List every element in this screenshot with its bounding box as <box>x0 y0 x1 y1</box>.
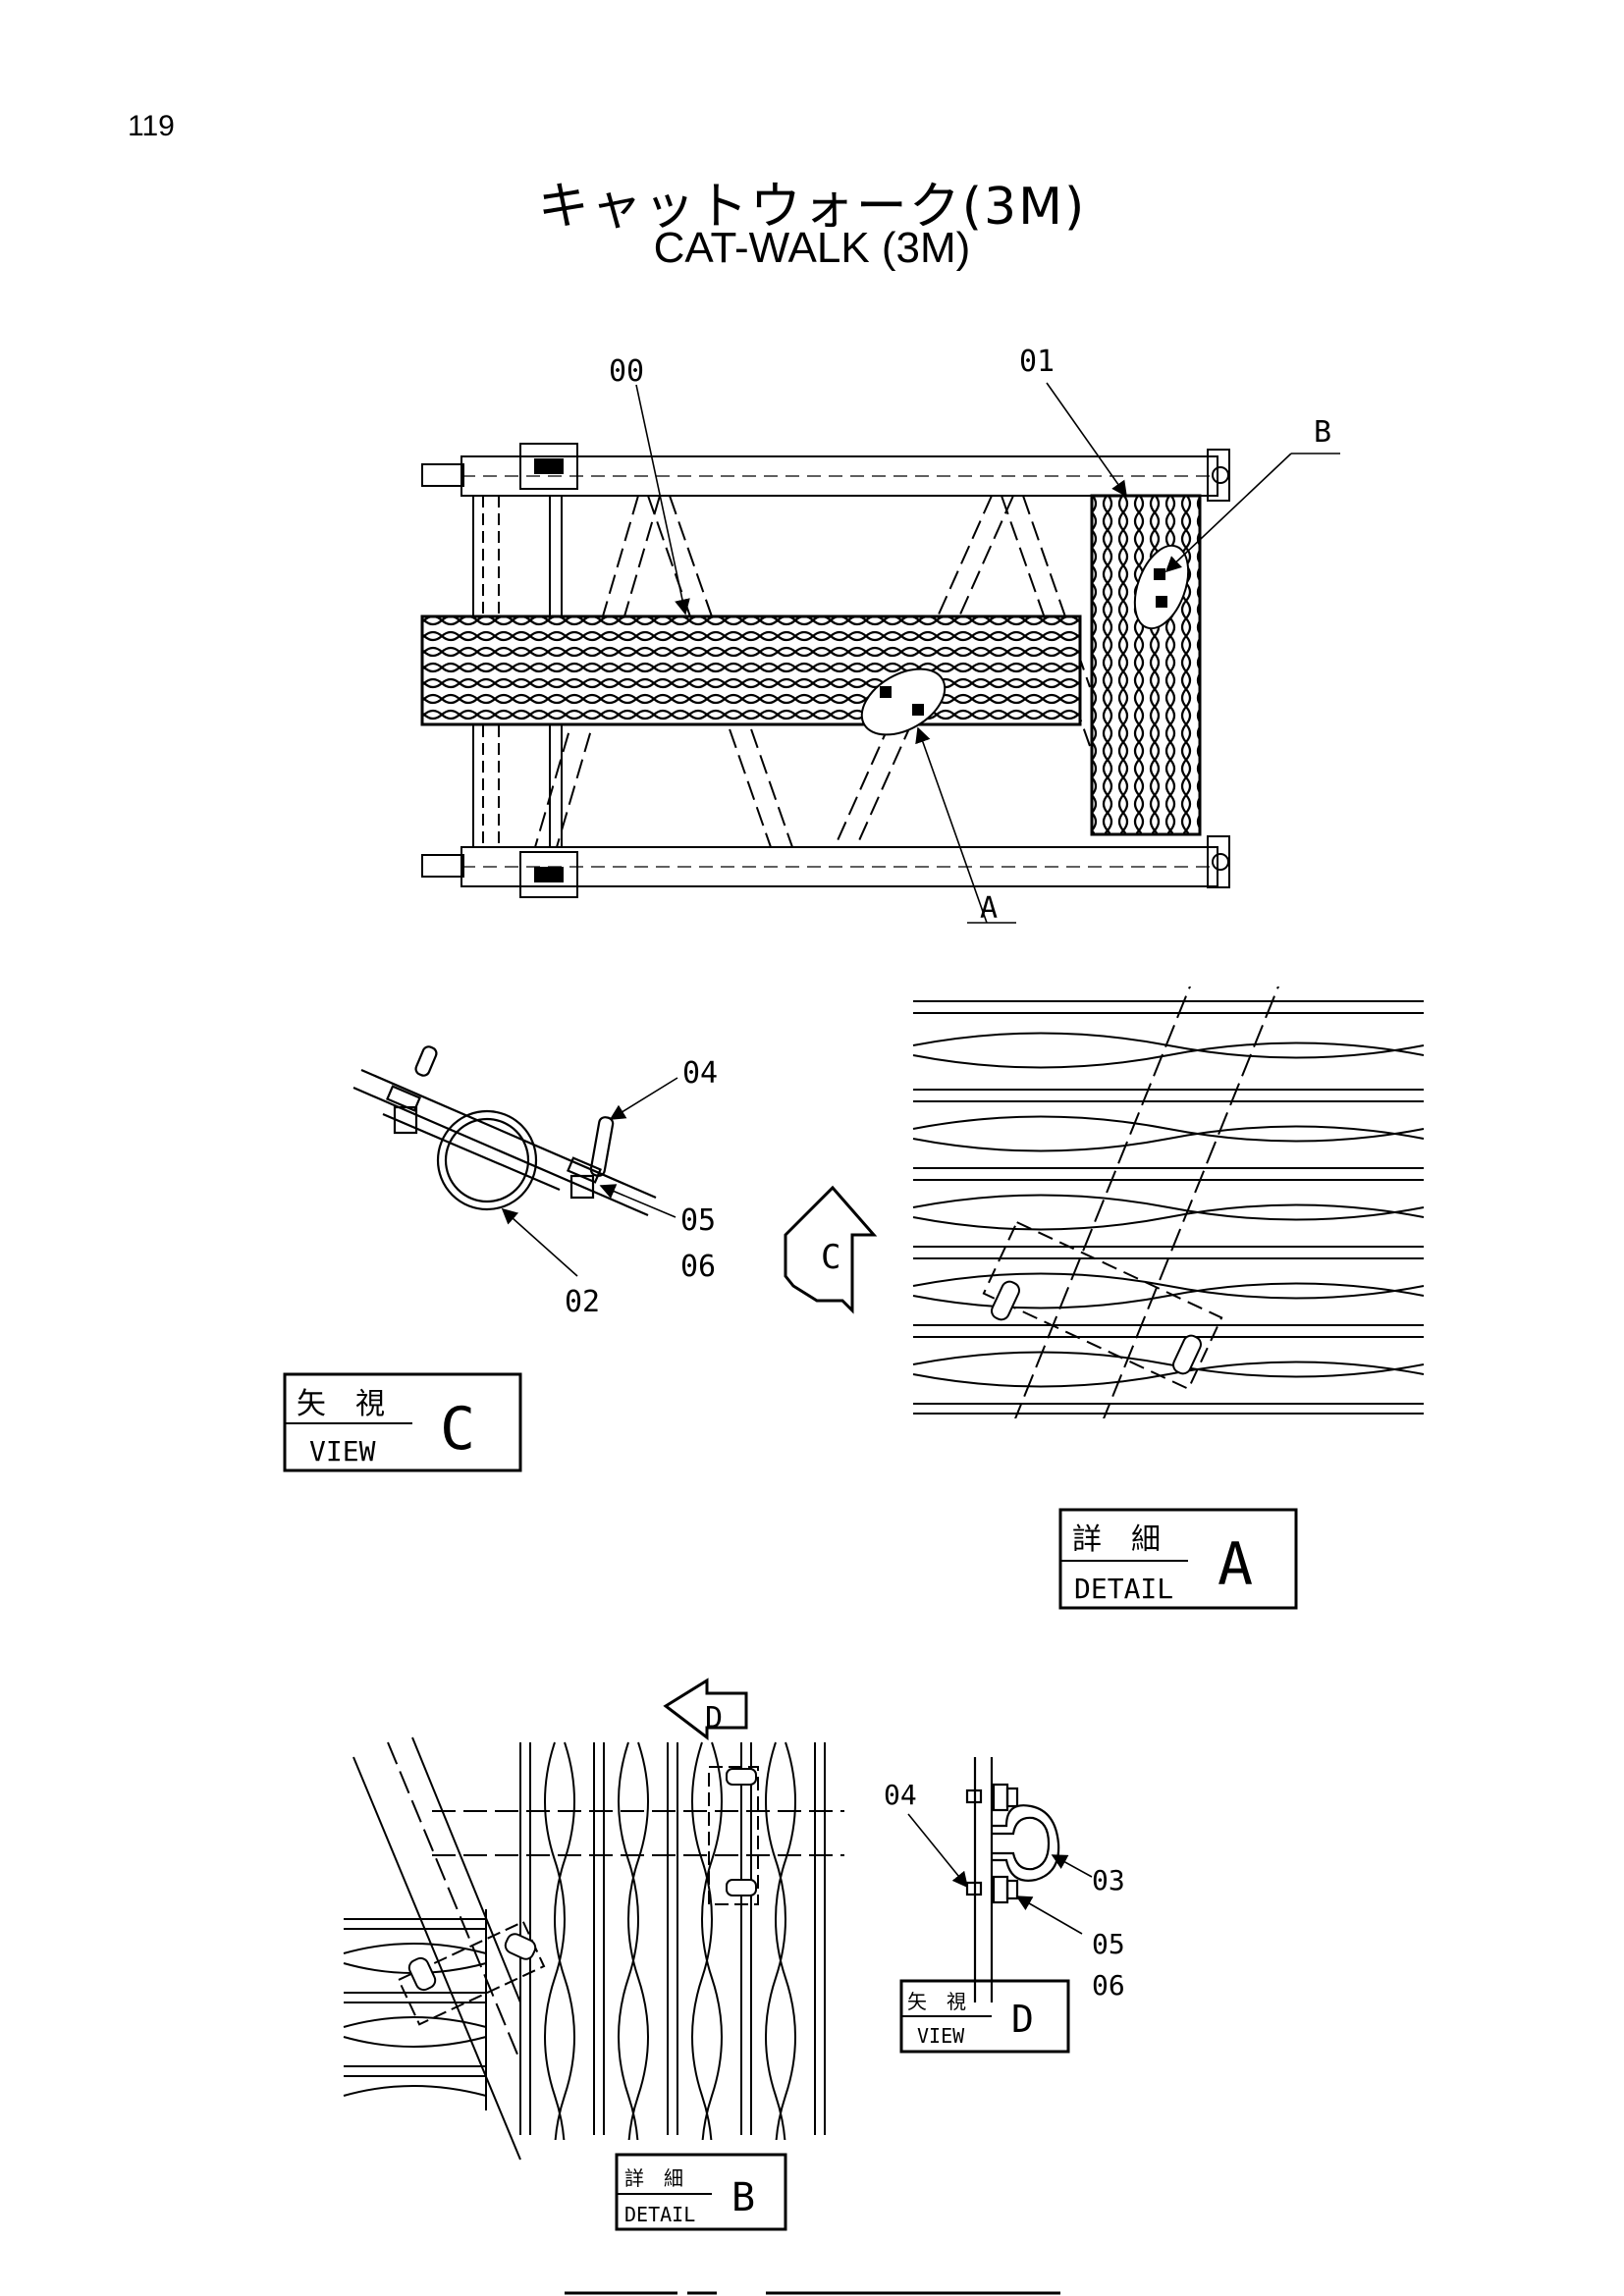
detail-a-label-en: DETAIL <box>1074 1573 1173 1605</box>
callout-b: B <box>1314 415 1331 450</box>
callout-c-06: 06 <box>680 1250 716 1284</box>
view-d-letter: D <box>1011 1998 1034 2041</box>
detail-b-label: 詳 細 DETAIL B <box>615 2153 787 2231</box>
detail-a-drawing <box>912 987 1425 1418</box>
callout-c-05: 05 <box>680 1203 716 1238</box>
view-c-label-en: VIEW <box>309 1435 376 1468</box>
view-c-pipe <box>436 1109 538 1211</box>
detail-b-label-jp: 詳 細 <box>624 2166 683 2190</box>
detail-a-letter: A <box>1218 1530 1253 1599</box>
walkway-panel-00 <box>421 615 1081 725</box>
view-c-arrow-letter: C <box>821 1238 840 1277</box>
page-number: 119 <box>128 110 175 142</box>
callout-c-02: 02 <box>565 1285 600 1319</box>
top-left-end-pin <box>421 463 464 487</box>
callout-a: A <box>980 891 998 926</box>
detail-b-clamp-outline <box>708 1766 759 1905</box>
view-d-drawing <box>907 1757 1093 2002</box>
main-view <box>420 382 1340 924</box>
callout-c-04: 04 <box>682 1056 718 1091</box>
callout-d-05: 05 <box>1092 1928 1125 1960</box>
callout-d-04: 04 <box>884 1779 917 1811</box>
bottom-left-end-pin <box>421 854 464 878</box>
title-english: CAT-WALK (3M) <box>653 224 971 272</box>
view-d-label: 矢 視 VIEW D <box>899 1979 1070 2054</box>
detail-b-label-en: DETAIL <box>624 2203 695 2226</box>
title-japanese: キャットウォーク(3M) <box>537 178 1087 237</box>
callout-d-06: 06 <box>1092 1969 1125 2002</box>
view-d-label-jp: 矢 視 <box>907 1990 966 2013</box>
detail-a-marker <box>860 667 947 736</box>
view-d-arrow-letter: D <box>705 1701 723 1735</box>
bottom-clamp <box>519 851 578 898</box>
view-c-letter: C <box>440 1395 475 1464</box>
view-d-label-en: VIEW <box>917 2024 965 2048</box>
detail-b-drawing <box>343 1678 844 2161</box>
detail-b-letter: B <box>731 2175 755 2220</box>
detail-a-label-jp: 詳 細 <box>1072 1522 1161 1557</box>
view-c-label: 矢 視 VIEW C <box>283 1372 522 1472</box>
callout-00: 00 <box>609 354 644 389</box>
callout-d-03: 03 <box>1092 1864 1125 1896</box>
view-c-label-jp: 矢 視 <box>297 1387 385 1421</box>
detail-a-clamp-outline <box>982 1220 1223 1391</box>
view-c-drawing <box>352 1045 878 1314</box>
view-d-arrow <box>663 1678 748 1741</box>
top-clamp <box>519 443 578 490</box>
walkway-panel-01 <box>1091 495 1201 835</box>
callout-01: 01 <box>1019 345 1055 379</box>
view-c-arrow <box>784 1185 878 1314</box>
detail-a-label: 詳 細 DETAIL A <box>1058 1508 1298 1610</box>
